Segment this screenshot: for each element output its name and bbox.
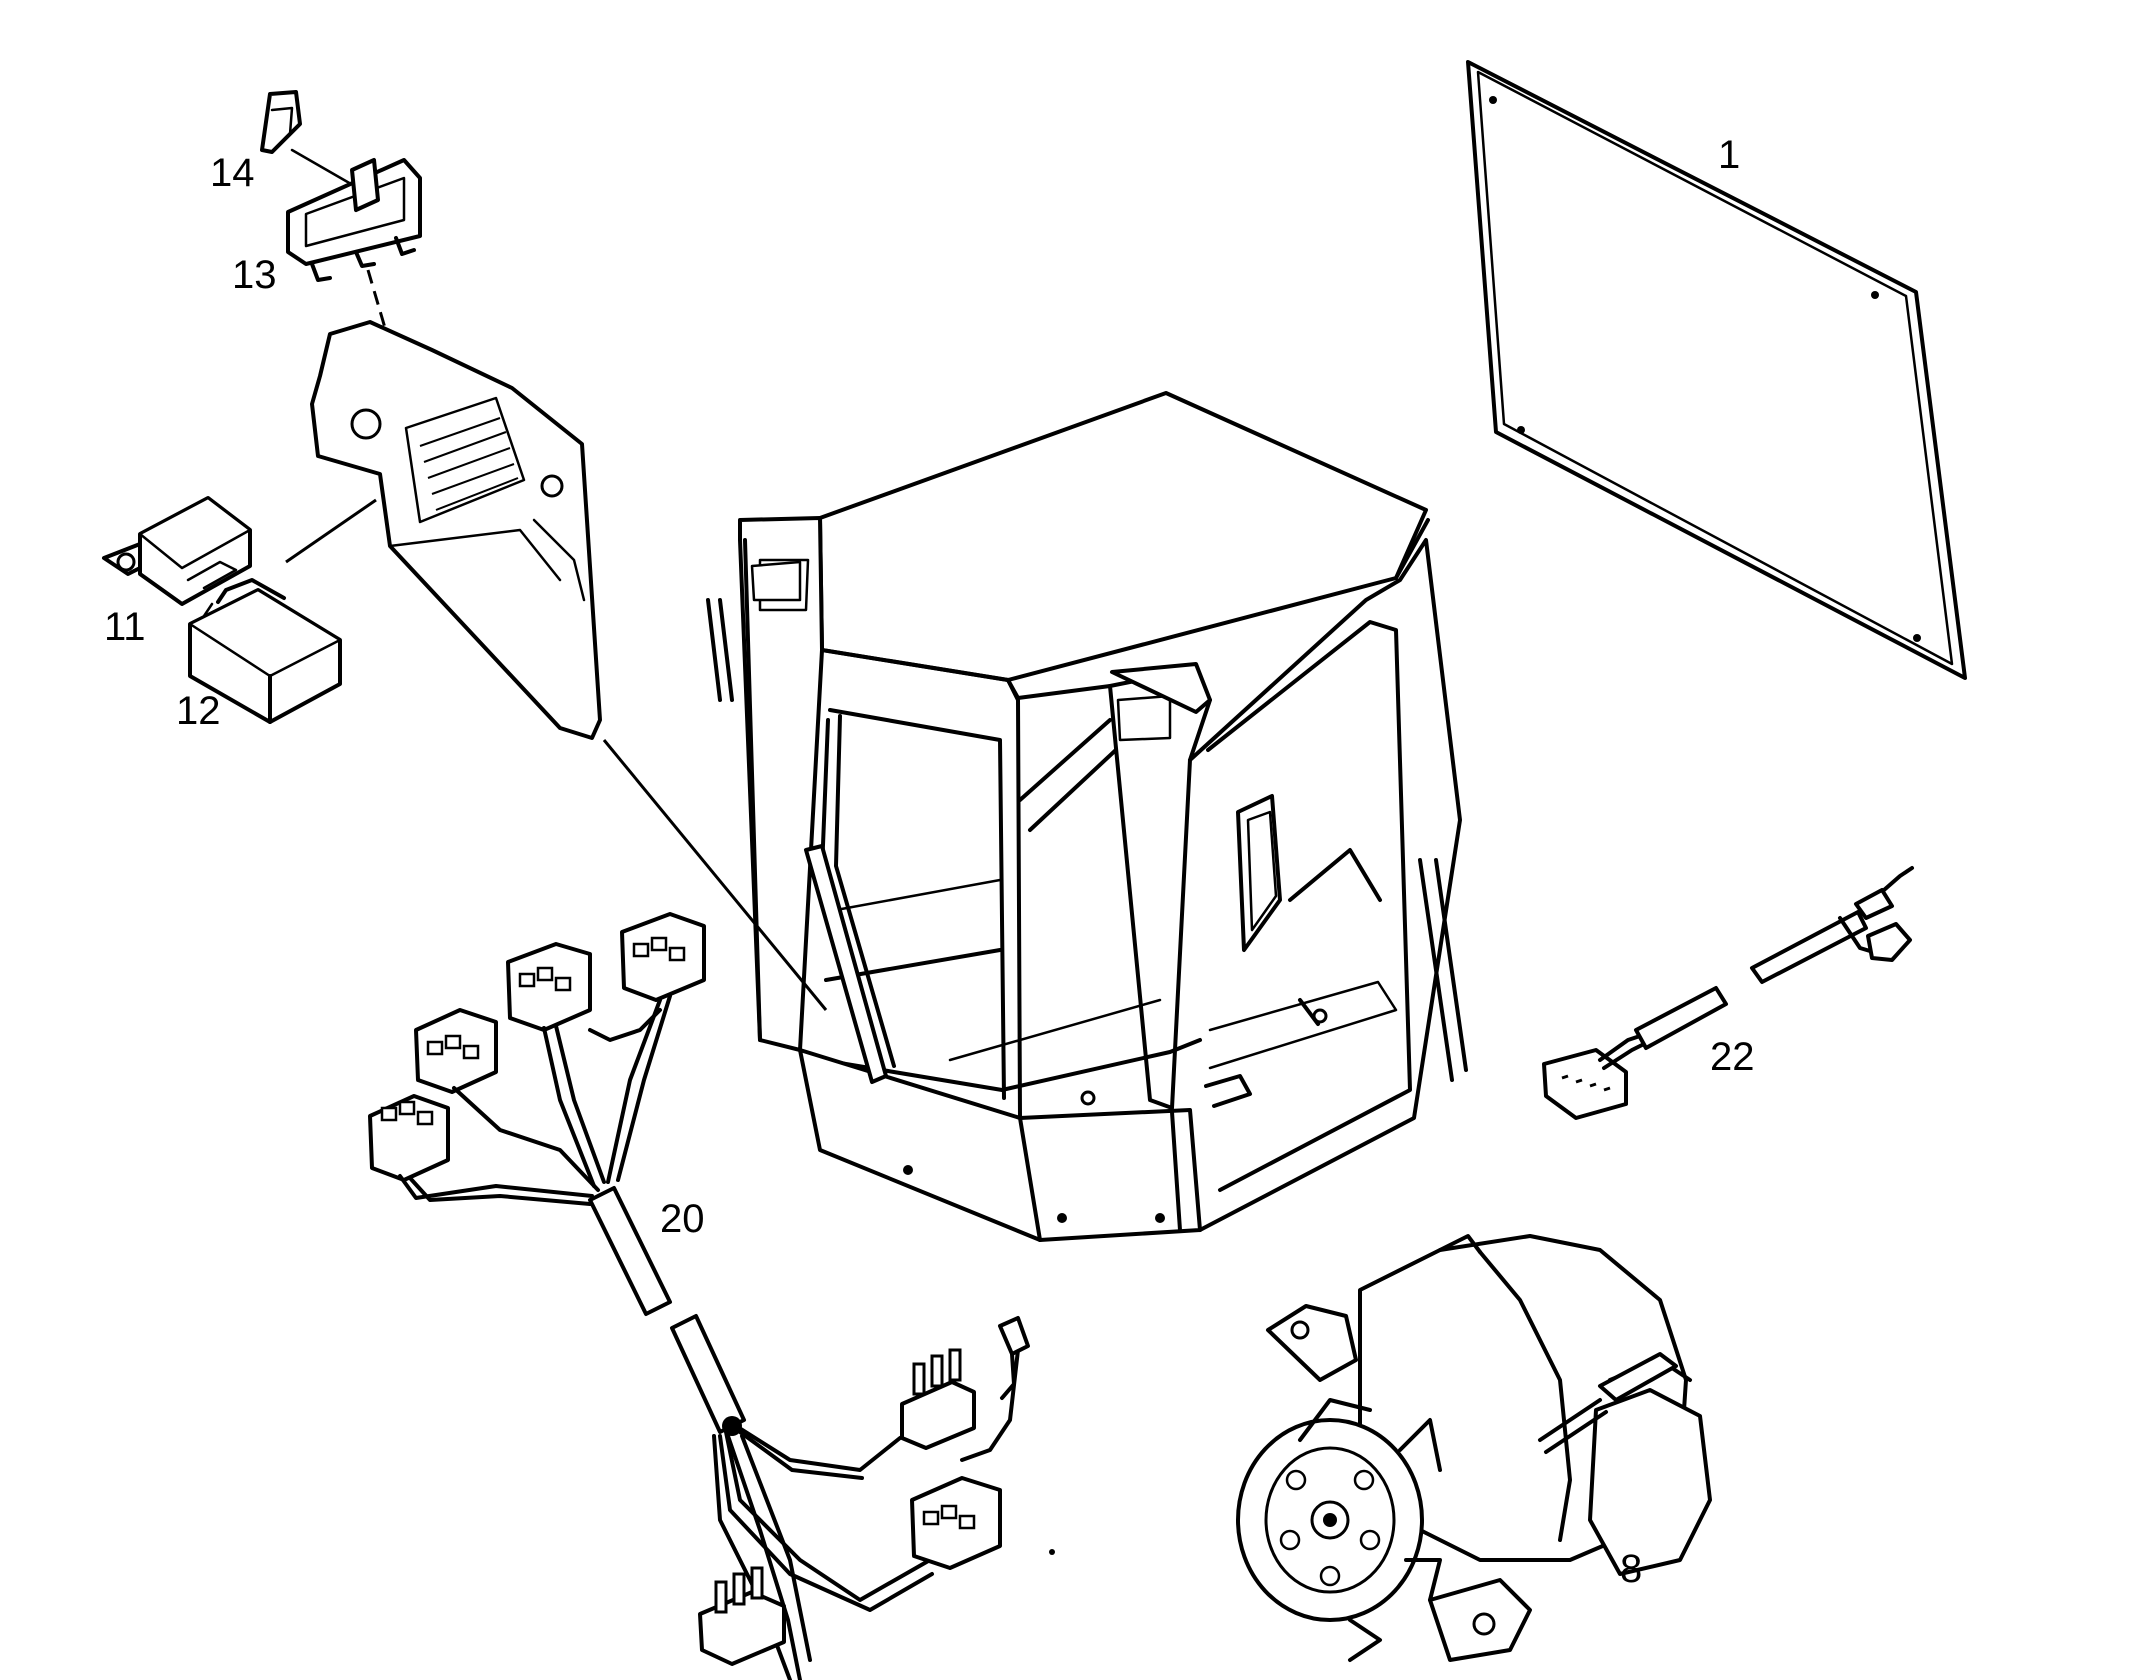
- part-14-clip: [260, 90, 360, 190]
- label-part-1: 1: [1718, 133, 1740, 177]
- label-part-11: 11: [104, 605, 146, 649]
- part-22-sensor-cable: [1542, 866, 1914, 1120]
- label-part-22: 22: [1710, 1035, 1755, 1079]
- part-20-wiring-harness: [368, 912, 1030, 1680]
- harness-upper-connectors: [368, 912, 706, 1182]
- part-13-switch: [286, 158, 422, 282]
- speck: [1049, 1549, 1055, 1555]
- label-part-8: 8: [1620, 1547, 1642, 1591]
- leader-panel: [602, 739, 828, 1011]
- part-1-window-panel: [1466, 60, 1967, 680]
- operator-cab: [706, 391, 1468, 1242]
- part-11-relay: [102, 496, 252, 606]
- label-part-20: 20: [660, 1197, 705, 1241]
- leader-12: [285, 498, 377, 564]
- label-part-12: 12: [176, 689, 221, 733]
- dash-panel: [310, 320, 602, 740]
- label-part-14: 14: [210, 151, 255, 195]
- part-12-relay: [188, 578, 342, 724]
- harness-upper-wires: [398, 994, 672, 1206]
- part-8-alternator: [1236, 1234, 1712, 1662]
- label-part-13: 13: [232, 253, 277, 297]
